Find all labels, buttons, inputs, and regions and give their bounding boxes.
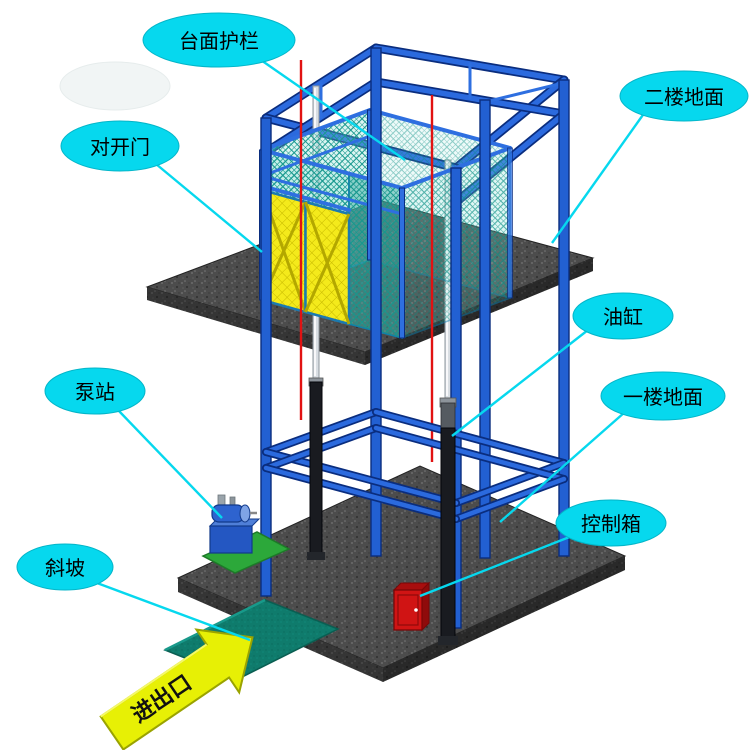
callout-label: 泵站 bbox=[75, 380, 115, 404]
callout-bubble bbox=[572, 292, 674, 340]
callout-bubble bbox=[600, 371, 726, 421]
platform-cage bbox=[259, 108, 513, 340]
callout-oil-cylinder: 油缸 bbox=[451, 292, 674, 437]
lifting-chains bbox=[299, 60, 434, 462]
callout-double-swing-door: 对开门 bbox=[60, 120, 263, 253]
leader-line bbox=[499, 411, 626, 523]
callout-control-box: 控制箱 bbox=[419, 499, 667, 598]
callout-bubble bbox=[44, 367, 146, 415]
leader-line bbox=[551, 111, 646, 244]
callout-label: 台面护栏 bbox=[179, 29, 259, 53]
callout-label: 斜坡 bbox=[45, 556, 85, 580]
callouts: 台面护栏 二楼地面 对开门 油缸 泵站 一楼地面 bbox=[16, 12, 749, 642]
callout-bubble bbox=[16, 543, 114, 591]
arrow-shape bbox=[99, 628, 254, 750]
watermark-ellipse bbox=[59, 61, 171, 111]
callout-pump-station: 泵站 bbox=[44, 367, 223, 519]
callout-bubble bbox=[60, 120, 180, 172]
callout-first-floor-ground: 一楼地面 bbox=[499, 371, 726, 523]
callout-ramp: 斜坡 bbox=[16, 543, 251, 642]
callout-bubble bbox=[555, 499, 667, 547]
lower-guide-frame bbox=[262, 408, 568, 523]
callout-label: 油缸 bbox=[603, 305, 643, 329]
callout-platform-guardrail: 台面护栏 bbox=[142, 12, 406, 161]
oil-cylinder-right bbox=[440, 427, 456, 643]
oil-cylinders bbox=[307, 377, 458, 645]
callout-bubble bbox=[142, 12, 296, 68]
leader-line bbox=[117, 409, 223, 519]
control-box bbox=[392, 581, 431, 632]
double-swing-doors bbox=[260, 184, 351, 326]
callout-label: 一楼地面 bbox=[623, 385, 703, 409]
callout-label: 二楼地面 bbox=[644, 85, 724, 109]
oil-cylinder-left bbox=[309, 381, 323, 559]
leader-line bbox=[257, 57, 406, 161]
callout-second-floor-ground: 二楼地面 bbox=[551, 70, 749, 244]
leader-line bbox=[96, 581, 251, 642]
pump-tank bbox=[209, 525, 253, 554]
pump-station bbox=[201, 494, 291, 574]
leader-line bbox=[451, 329, 589, 437]
leader-line bbox=[419, 534, 573, 598]
callout-bubble bbox=[619, 70, 749, 122]
leader-line bbox=[155, 163, 263, 253]
callout-label: 控制箱 bbox=[581, 512, 641, 536]
callout-label: 对开门 bbox=[90, 135, 150, 159]
